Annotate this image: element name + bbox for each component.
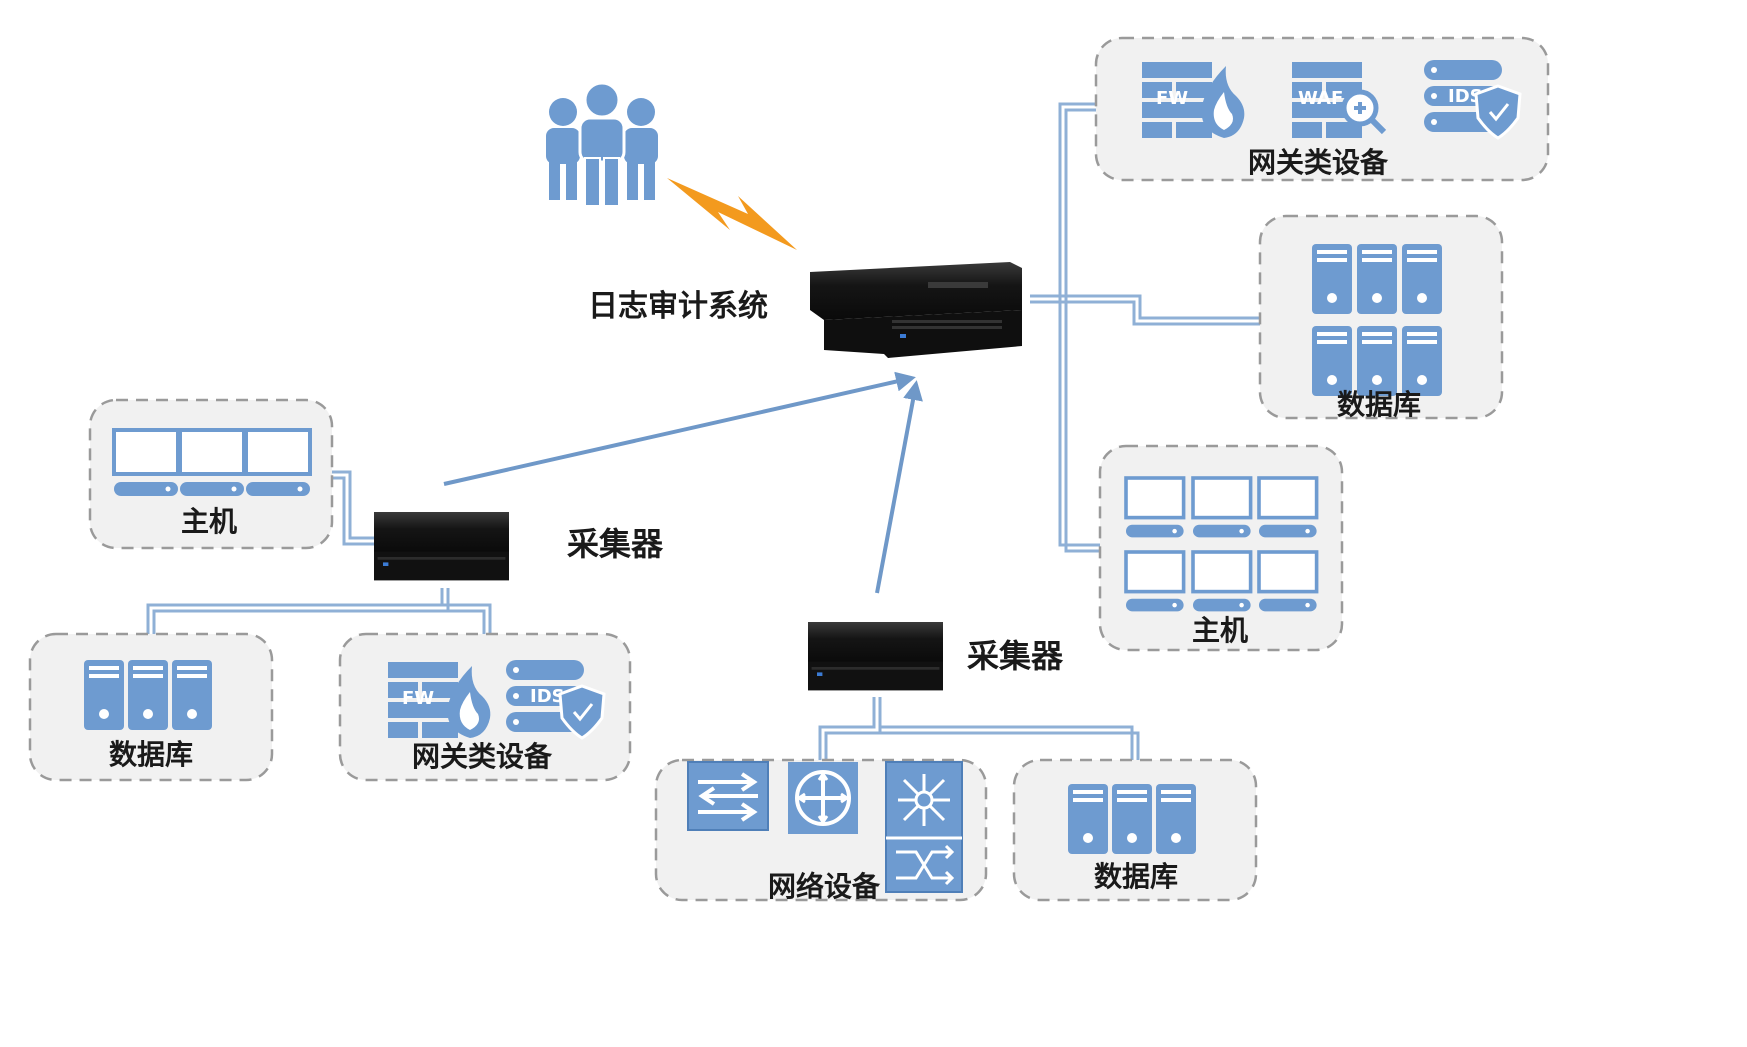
ids-icon: IDS [506,660,606,740]
host-right-label: 主机 [1192,614,1248,647]
waf-icon: WAF [1292,62,1387,138]
log-audit-server [810,262,1022,358]
fw-icon: FW [1142,62,1245,138]
database-group-right: 数据库 [1258,214,1504,421]
ids-icon: IDS [1424,60,1522,140]
collector-bottom-server [808,622,943,691]
gateway-left-label: 网关类设备 [412,740,553,773]
database-group-left: 数据库 [28,632,274,782]
host-left-label: 主机 [181,505,237,538]
collector-left-server [374,512,509,581]
users-icon [546,81,658,207]
svg-text:FW: FW [402,688,434,709]
fw-icon: FW [388,662,491,738]
database-group-bottom: 数据库 [1012,758,1258,902]
svg-text:IDS: IDS [1448,86,1483,107]
svg-text:IDS: IDS [530,686,565,707]
database-bottom-label: 数据库 [1094,860,1178,893]
gateway-group-left: FW IDS 网关类设备 [338,632,632,782]
core-switch-icon [885,761,963,893]
svg-text:WAF: WAF [1298,88,1343,109]
gateway-top-right-label: 网关类设备 [1248,146,1389,179]
router-icon [788,762,858,834]
lightning-icon [667,178,797,250]
gateway-group-top-right: FW WAF IDS 网关类设备 [1094,36,1550,182]
data-flow-arrows [443,371,923,594]
collector-bottom-label: 采集器 [967,637,1064,675]
host-group-right: 主机 [1098,444,1344,652]
network-devices-label: 网络设备 [768,870,881,903]
connector-lines [146,102,1262,762]
collector-left-label: 采集器 [567,525,664,563]
svg-text:FW: FW [1156,88,1188,109]
database-left-label: 数据库 [109,738,193,771]
host-group-left: 主机 [88,398,334,550]
log-audit-system-label: 日志审计系统 [588,289,768,324]
switch-icon [687,761,769,831]
network-device-group: 网络设备 [654,758,988,903]
database-right-label: 数据库 [1337,388,1421,421]
